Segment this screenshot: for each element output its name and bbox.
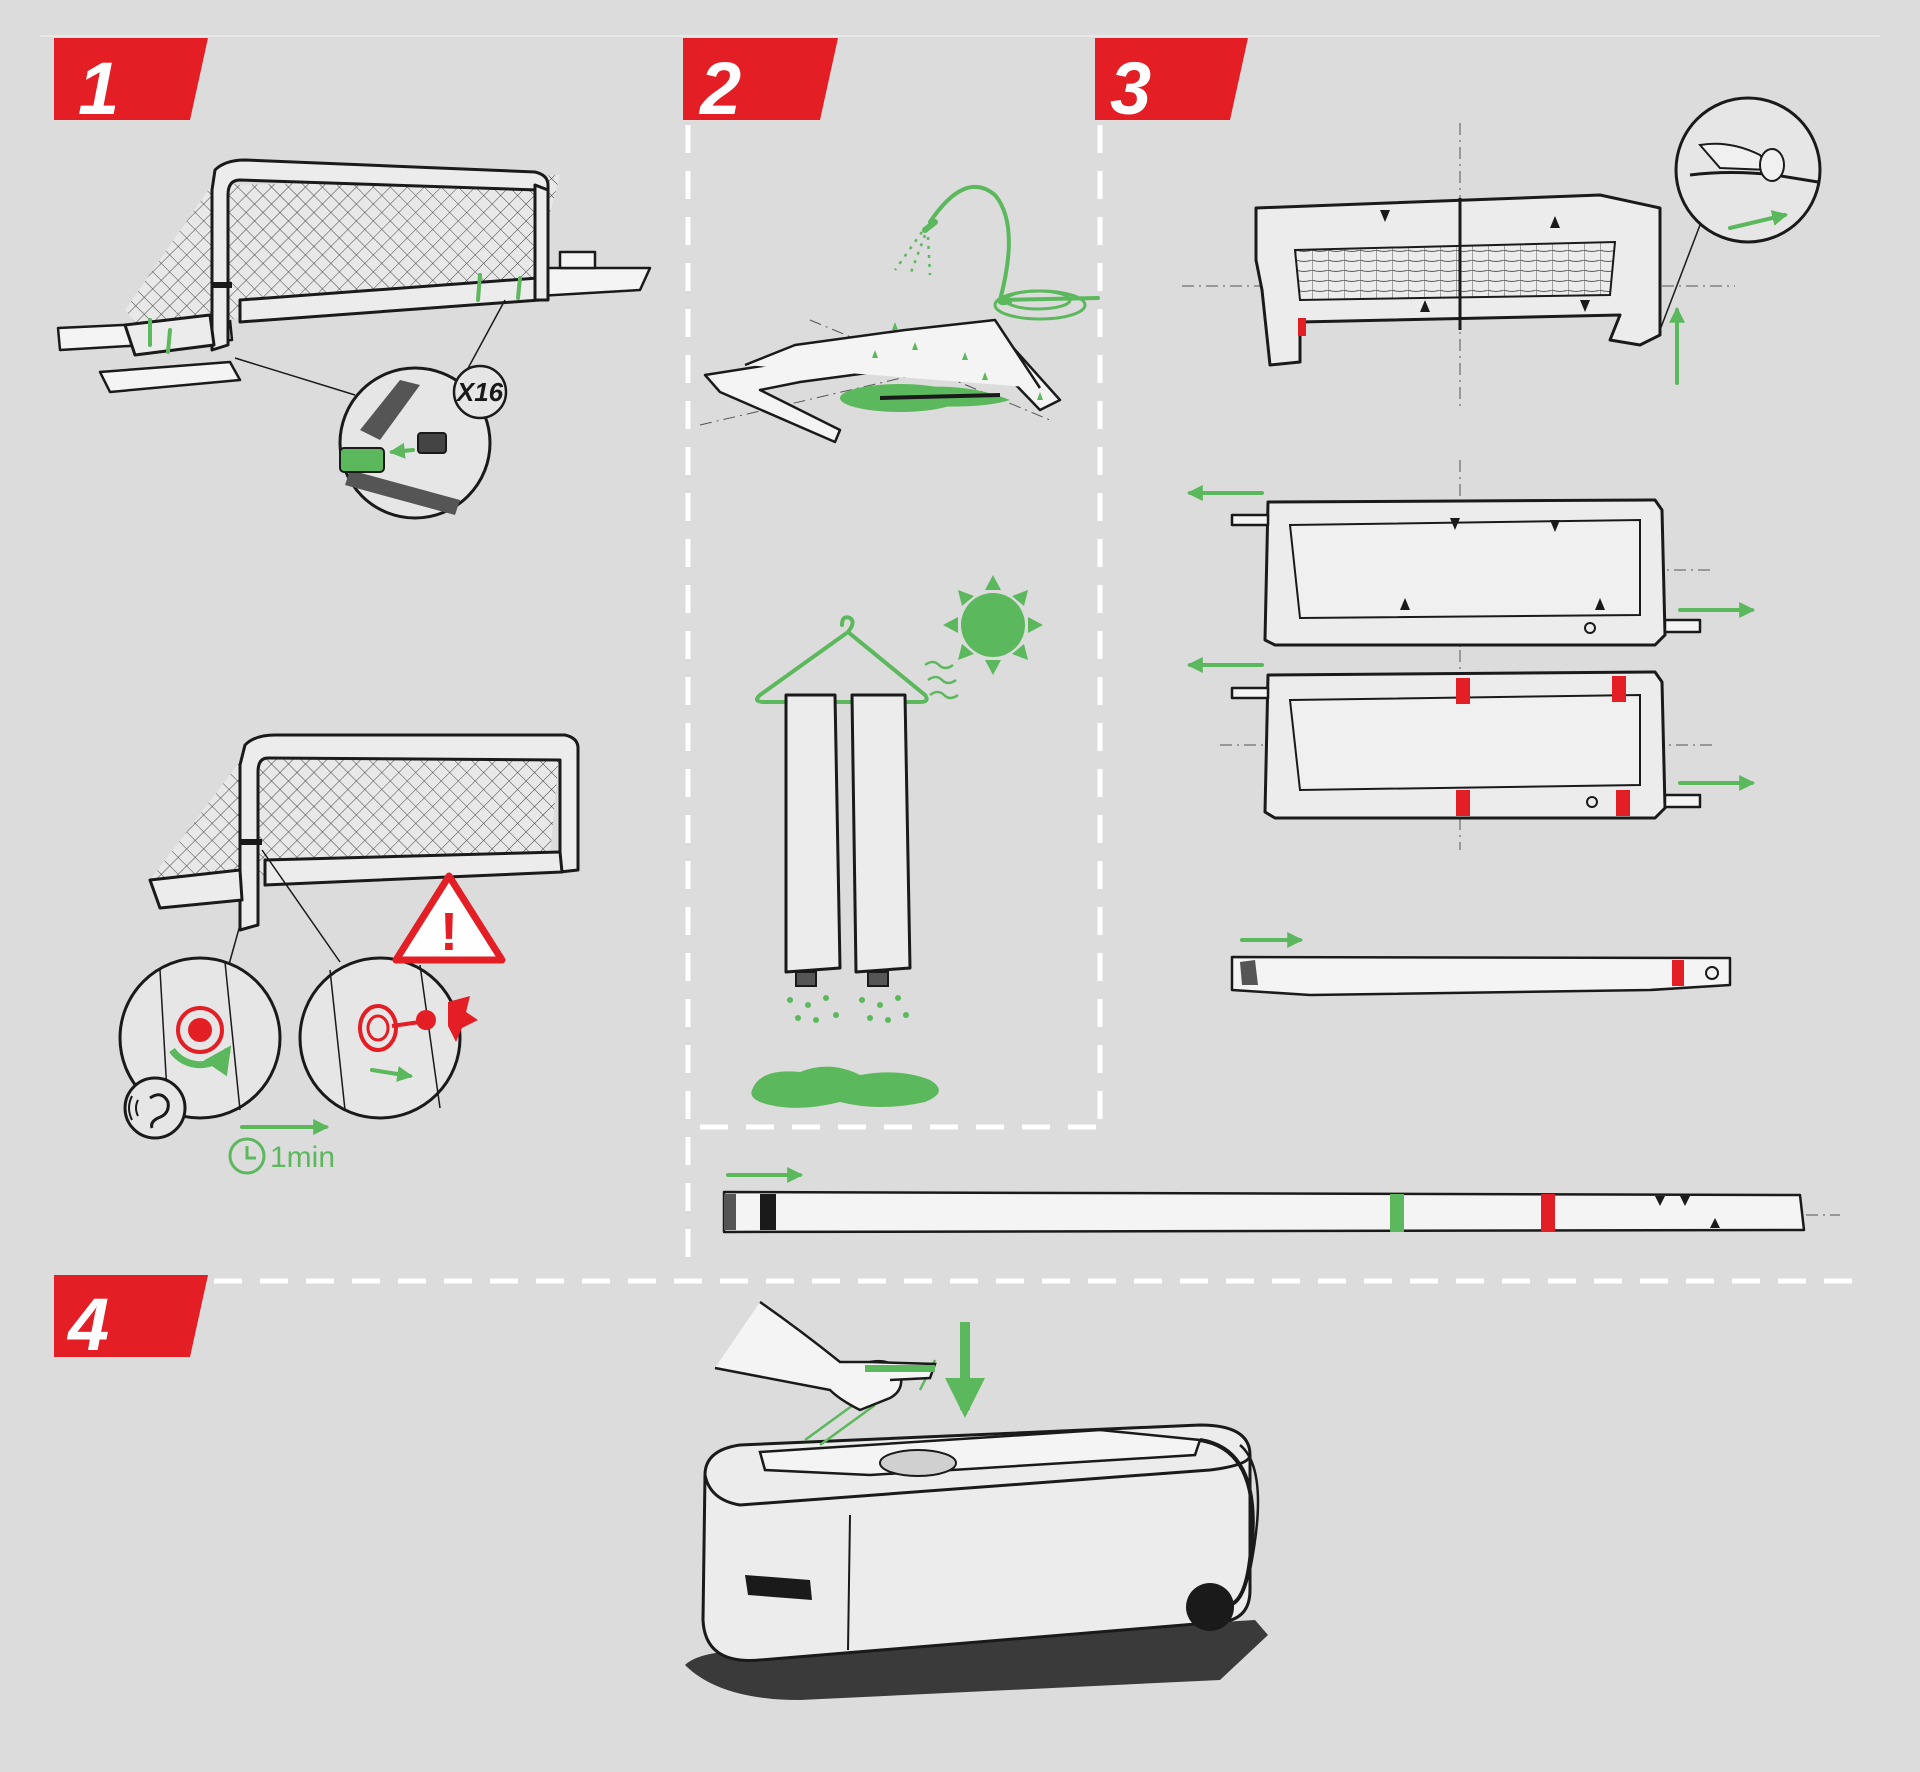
step-badge-2: 2 bbox=[683, 38, 838, 130]
ear-icon bbox=[123, 1076, 187, 1140]
folding-step-lift bbox=[1182, 123, 1735, 410]
step-number: 4 bbox=[66, 1283, 109, 1366]
warning-symbol: ! bbox=[440, 902, 458, 962]
deflating-goal-illustration bbox=[148, 733, 580, 969]
hand-grip-detail bbox=[1674, 96, 1822, 244]
deflate-time: 1min bbox=[270, 1141, 335, 1174]
quantity-label: X16 bbox=[455, 377, 504, 407]
water-spray-icon bbox=[893, 184, 1100, 321]
hand-icon bbox=[714, 1300, 937, 1412]
inflated-goal-illustration bbox=[56, 158, 652, 421]
deflate-duration: 1min bbox=[228, 1119, 335, 1175]
step-number: 2 bbox=[698, 47, 741, 130]
section-dividers bbox=[214, 125, 1868, 1284]
quantity-tag: X16 bbox=[452, 364, 508, 420]
folded-pole-short bbox=[1230, 932, 1732, 997]
packing-bag-illustration bbox=[685, 1322, 1268, 1700]
step-badge-1: 1 bbox=[54, 38, 208, 130]
step-badge-3: 3 bbox=[1095, 38, 1248, 130]
step-number: 3 bbox=[1110, 47, 1151, 130]
hanger-icon bbox=[755, 615, 929, 704]
rinse-frame-illustration bbox=[699, 318, 1062, 444]
step-number: 1 bbox=[78, 47, 119, 130]
folding-step-flatten bbox=[1186, 460, 1756, 660]
strap-buckle-detail bbox=[338, 366, 492, 520]
folded-pole-long bbox=[722, 1167, 1840, 1234]
warning-icon: ! bbox=[392, 872, 506, 964]
valve-detail-right bbox=[298, 956, 478, 1120]
sun-icon bbox=[924, 575, 1043, 700]
step-badge-4: 4 bbox=[54, 1275, 208, 1366]
drying-tubes-illustration bbox=[751, 693, 939, 1108]
clock-icon bbox=[228, 1137, 266, 1175]
folding-step-tube bbox=[1186, 650, 1756, 850]
